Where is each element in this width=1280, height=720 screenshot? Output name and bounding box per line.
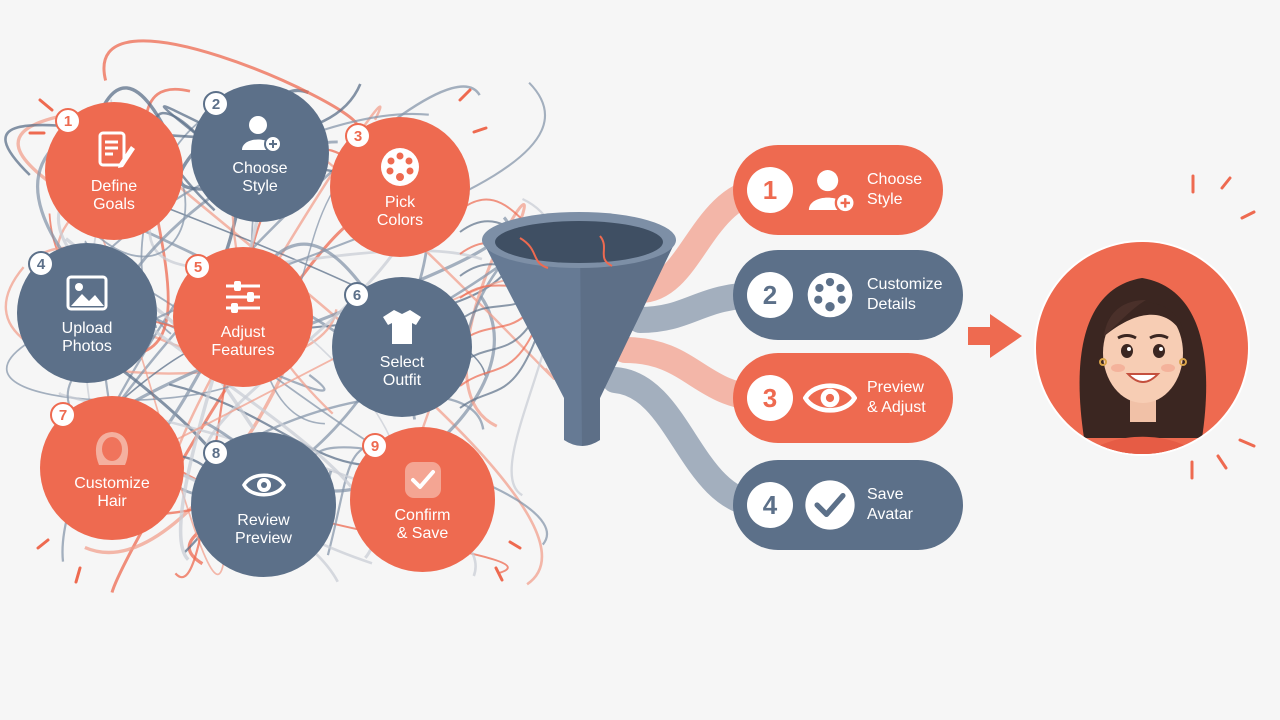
step-label: Upload Photos [61, 320, 113, 355]
step-label: Choose Style [232, 160, 288, 195]
user-add-icon [242, 116, 282, 153]
step-number-badge: 4 [28, 251, 54, 277]
step-circle-6: Select Outfit [332, 277, 472, 417]
step-label: Save Avatar [867, 486, 913, 523]
user-add-icon [808, 170, 856, 214]
step-number-badge: 8 [203, 440, 229, 466]
step-label: Review Preview [235, 511, 292, 547]
step-label: Customize Details [867, 276, 943, 313]
step-number-badge: 7 [50, 402, 76, 428]
step-number-badge: 1 [55, 108, 81, 134]
summary-step-4: 4 Save Avatar [733, 460, 963, 550]
eye-icon [241, 473, 286, 496]
summary-step-2: 2 Customize Details [733, 250, 963, 340]
avatar-portrait-icon [1032, 238, 1252, 458]
step-label: Preview & Adjust [867, 379, 926, 416]
step-label: Choose Style [867, 171, 923, 208]
step-number: 3 [747, 375, 793, 421]
step-number-badge: 3 [345, 123, 371, 149]
color-palette-icon [381, 148, 419, 186]
step-label: Define Goals [90, 178, 138, 213]
arrow-right-icon [968, 314, 1022, 358]
funnel-icon [482, 212, 676, 446]
step-label: Confirm & Save [394, 506, 451, 542]
step-number-badge: 5 [185, 254, 211, 280]
step-number-badge: 6 [344, 282, 370, 308]
shirt-icon [383, 310, 421, 344]
step-number: 1 [747, 167, 793, 213]
sparkle-marks [28, 88, 1256, 584]
step-label: Adjust Features [211, 324, 275, 359]
step-number: 4 [747, 482, 793, 528]
color-palette-icon [807, 272, 853, 318]
step-label: Customize Hair [74, 475, 150, 510]
checkmark-icon [404, 461, 441, 498]
step-circle-5: Adjust Features [173, 247, 313, 387]
eye-icon [803, 383, 857, 413]
hair-icon [95, 432, 129, 465]
document-edit-icon [98, 131, 135, 168]
summary-step-3: 3 Preview & Adjust [733, 353, 953, 443]
step-number: 2 [747, 272, 793, 318]
sliders-icon [226, 281, 260, 313]
step-number-badge: 2 [203, 91, 229, 117]
step-label: Select Outfit [379, 354, 425, 389]
checkmark-icon [805, 480, 855, 530]
step-number-badge: 9 [362, 433, 388, 459]
summary-step-1: 1 Choose Style [733, 145, 943, 235]
image-icon [66, 275, 108, 311]
step-label: Pick Colors [376, 194, 424, 229]
